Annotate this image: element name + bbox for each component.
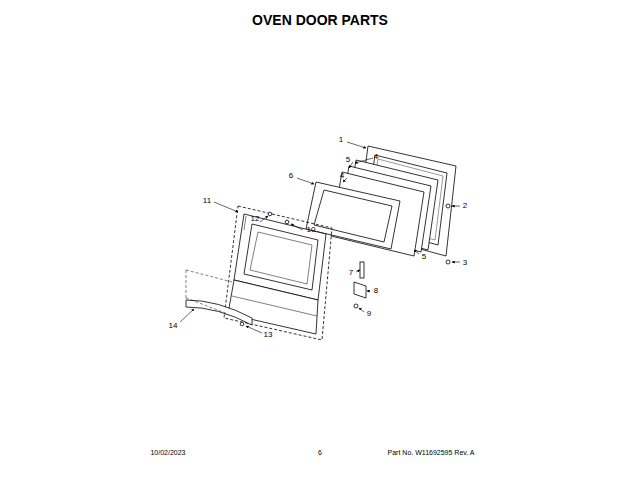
leader-line <box>260 216 268 222</box>
leader-line <box>180 309 194 322</box>
callout-number: 5 <box>346 156 350 164</box>
hinge-clip <box>360 262 364 278</box>
screw <box>285 220 289 224</box>
callout-number: 4 <box>374 153 378 161</box>
footer-text: 6 <box>318 449 322 456</box>
callout-number: 9 <box>367 310 371 318</box>
guide-line <box>186 270 187 298</box>
callout-number: 7 <box>349 269 353 277</box>
page-title: OVEN DOOR PARTS <box>252 13 388 27</box>
callout-number: 8 <box>374 287 378 295</box>
leader-line <box>367 291 370 292</box>
leader-line <box>452 206 460 207</box>
callout-number: 10 <box>307 226 316 234</box>
leader-line <box>414 250 419 254</box>
leader-line <box>356 270 360 272</box>
leader-line <box>246 326 262 333</box>
leader-line <box>359 308 364 312</box>
leader-line <box>214 202 238 212</box>
screw <box>354 304 358 308</box>
door-trim <box>244 216 246 230</box>
callout-number: 3 <box>463 259 467 267</box>
guide-line <box>186 298 228 314</box>
callout-number: 13 <box>264 331 273 339</box>
guide-line <box>186 270 232 282</box>
footer-text: 10/02/2023 <box>150 449 185 456</box>
footer-text: Part No. W11692595 Rev. A <box>388 449 475 456</box>
callout-number: 2 <box>463 202 467 210</box>
callout-number: 5 <box>422 253 426 261</box>
leader-line <box>355 158 373 163</box>
callout-number: 6 <box>289 172 293 180</box>
door-lower-panel <box>228 280 318 334</box>
screw <box>446 260 450 264</box>
door-window-inner <box>250 232 312 284</box>
leader-line <box>452 262 460 263</box>
door-trim <box>232 296 317 316</box>
callout-number: 1 <box>339 136 343 144</box>
callout-number: 12 <box>251 215 260 223</box>
door-handle <box>186 300 252 325</box>
leader-line <box>297 178 314 184</box>
callout-number: 4 <box>340 172 344 180</box>
hinge <box>354 282 366 298</box>
door-window <box>244 224 318 290</box>
screw <box>446 204 450 208</box>
leader-line <box>347 142 366 148</box>
callout-number: 11 <box>203 197 211 205</box>
screw <box>240 322 244 326</box>
leader-line <box>291 224 303 230</box>
callout-number: 14 <box>169 322 178 330</box>
door-assembly-outline <box>224 206 332 340</box>
screw <box>268 212 272 216</box>
